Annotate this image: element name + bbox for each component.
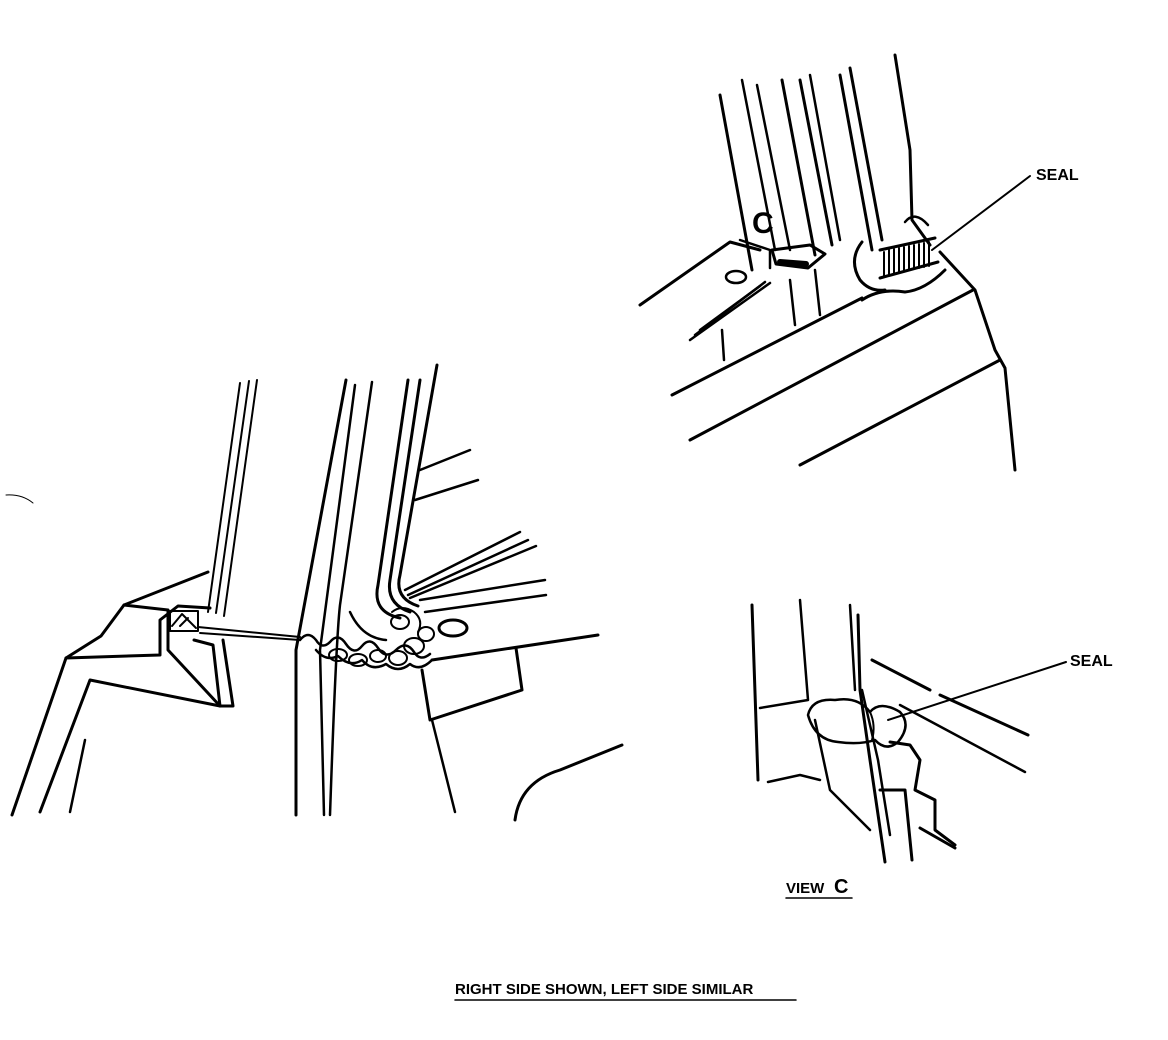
view-c-title-letter: C bbox=[834, 876, 848, 898]
figure-caption: RIGHT SIDE SHOWN, LEFT SIDE SIMILAR bbox=[454, 981, 797, 1001]
view-marker-letter: C bbox=[752, 207, 774, 240]
seal-hatching-top bbox=[878, 236, 940, 280]
figure-caption-text: RIGHT SIDE SHOWN, LEFT SIDE SIMILAR bbox=[455, 981, 754, 998]
cowl-panel bbox=[10, 570, 235, 817]
a-pillar bbox=[294, 363, 439, 817]
sealer-bead bbox=[298, 607, 435, 671]
main-view-drawing bbox=[5, 363, 624, 822]
view-c-title-prefix: VIEW bbox=[786, 880, 825, 897]
door-frame-lines bbox=[403, 448, 624, 822]
seal-callout-top: SEAL bbox=[1036, 167, 1079, 184]
windshield-pillar bbox=[207, 379, 258, 617]
view-c-title: VIEW C bbox=[785, 876, 853, 899]
view-c-detail-drawing bbox=[750, 598, 1067, 864]
seal-callout-detail: SEAL bbox=[1070, 653, 1113, 670]
seal-strip-main bbox=[169, 610, 301, 641]
upper-view-drawing bbox=[638, 53, 1031, 472]
